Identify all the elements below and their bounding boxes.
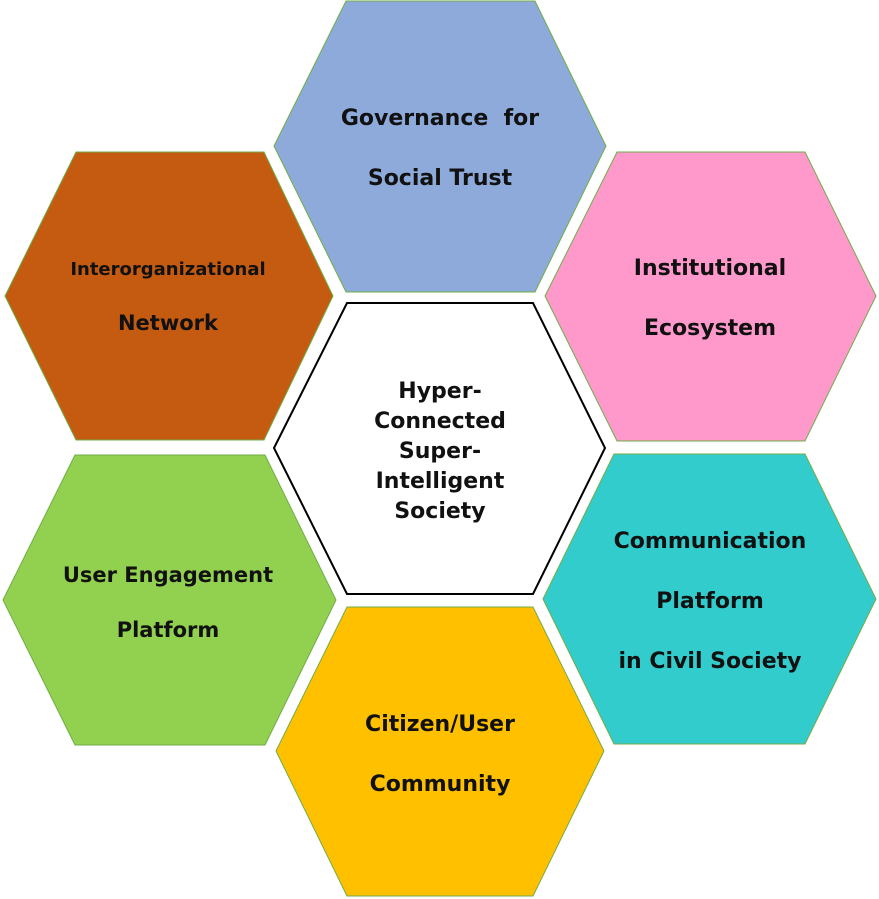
hex-interorganizational-line-1: Interorganizational [70, 259, 265, 280]
hex-center-line-4: Intelligent [376, 469, 505, 494]
hex-citizen-shape [275, 606, 605, 897]
hex-institutional: Institutional Ecosystem [544, 151, 877, 442]
hex-citizen-line-2: Community [370, 772, 511, 797]
hex-user-engagement-shape [2, 454, 337, 746]
hex-interorganizational: Interorganizational Network [4, 151, 334, 441]
hex-center-line-1: Hyper- [398, 379, 481, 404]
hex-citizen: Citizen/User Community [275, 606, 605, 897]
hex-interorganizational-shape [4, 151, 334, 441]
hex-communication-shape [542, 453, 877, 745]
hex-governance-shape [273, 0, 607, 293]
hex-center-line-5: Society [394, 499, 485, 524]
hex-communication-line-3: in Civil Society [619, 649, 802, 674]
hex-governance: Governance for Social Trust [273, 0, 607, 293]
hex-institutional-shape [544, 151, 877, 442]
hex-communication-line-1: Communication [614, 529, 807, 554]
hex-user-engagement-line-1: User Engagement [63, 563, 273, 587]
hex-center-line-3: Super- [399, 439, 481, 464]
hex-user-engagement-line-2: Platform [117, 618, 220, 642]
hex-institutional-line-1: Institutional [634, 256, 786, 281]
hex-center-line-2: Connected [374, 409, 506, 434]
hex-center: Hyper- Connected Super- Intelligent Soci… [272, 302, 607, 595]
hex-user-engagement: User Engagement Platform [2, 454, 337, 746]
hex-communication: Communication Platform in Civil Society [542, 453, 877, 745]
hex-governance-line-2: Social Trust [368, 166, 513, 191]
hex-governance-line-1: Governance for [341, 106, 539, 131]
hex-center-shape [272, 302, 607, 595]
hex-institutional-line-2: Ecosystem [644, 316, 776, 341]
hex-citizen-line-1: Citizen/User [365, 712, 515, 737]
hex-communication-line-2: Platform [656, 589, 764, 614]
hex-interorganizational-line-2: Network [118, 311, 219, 335]
